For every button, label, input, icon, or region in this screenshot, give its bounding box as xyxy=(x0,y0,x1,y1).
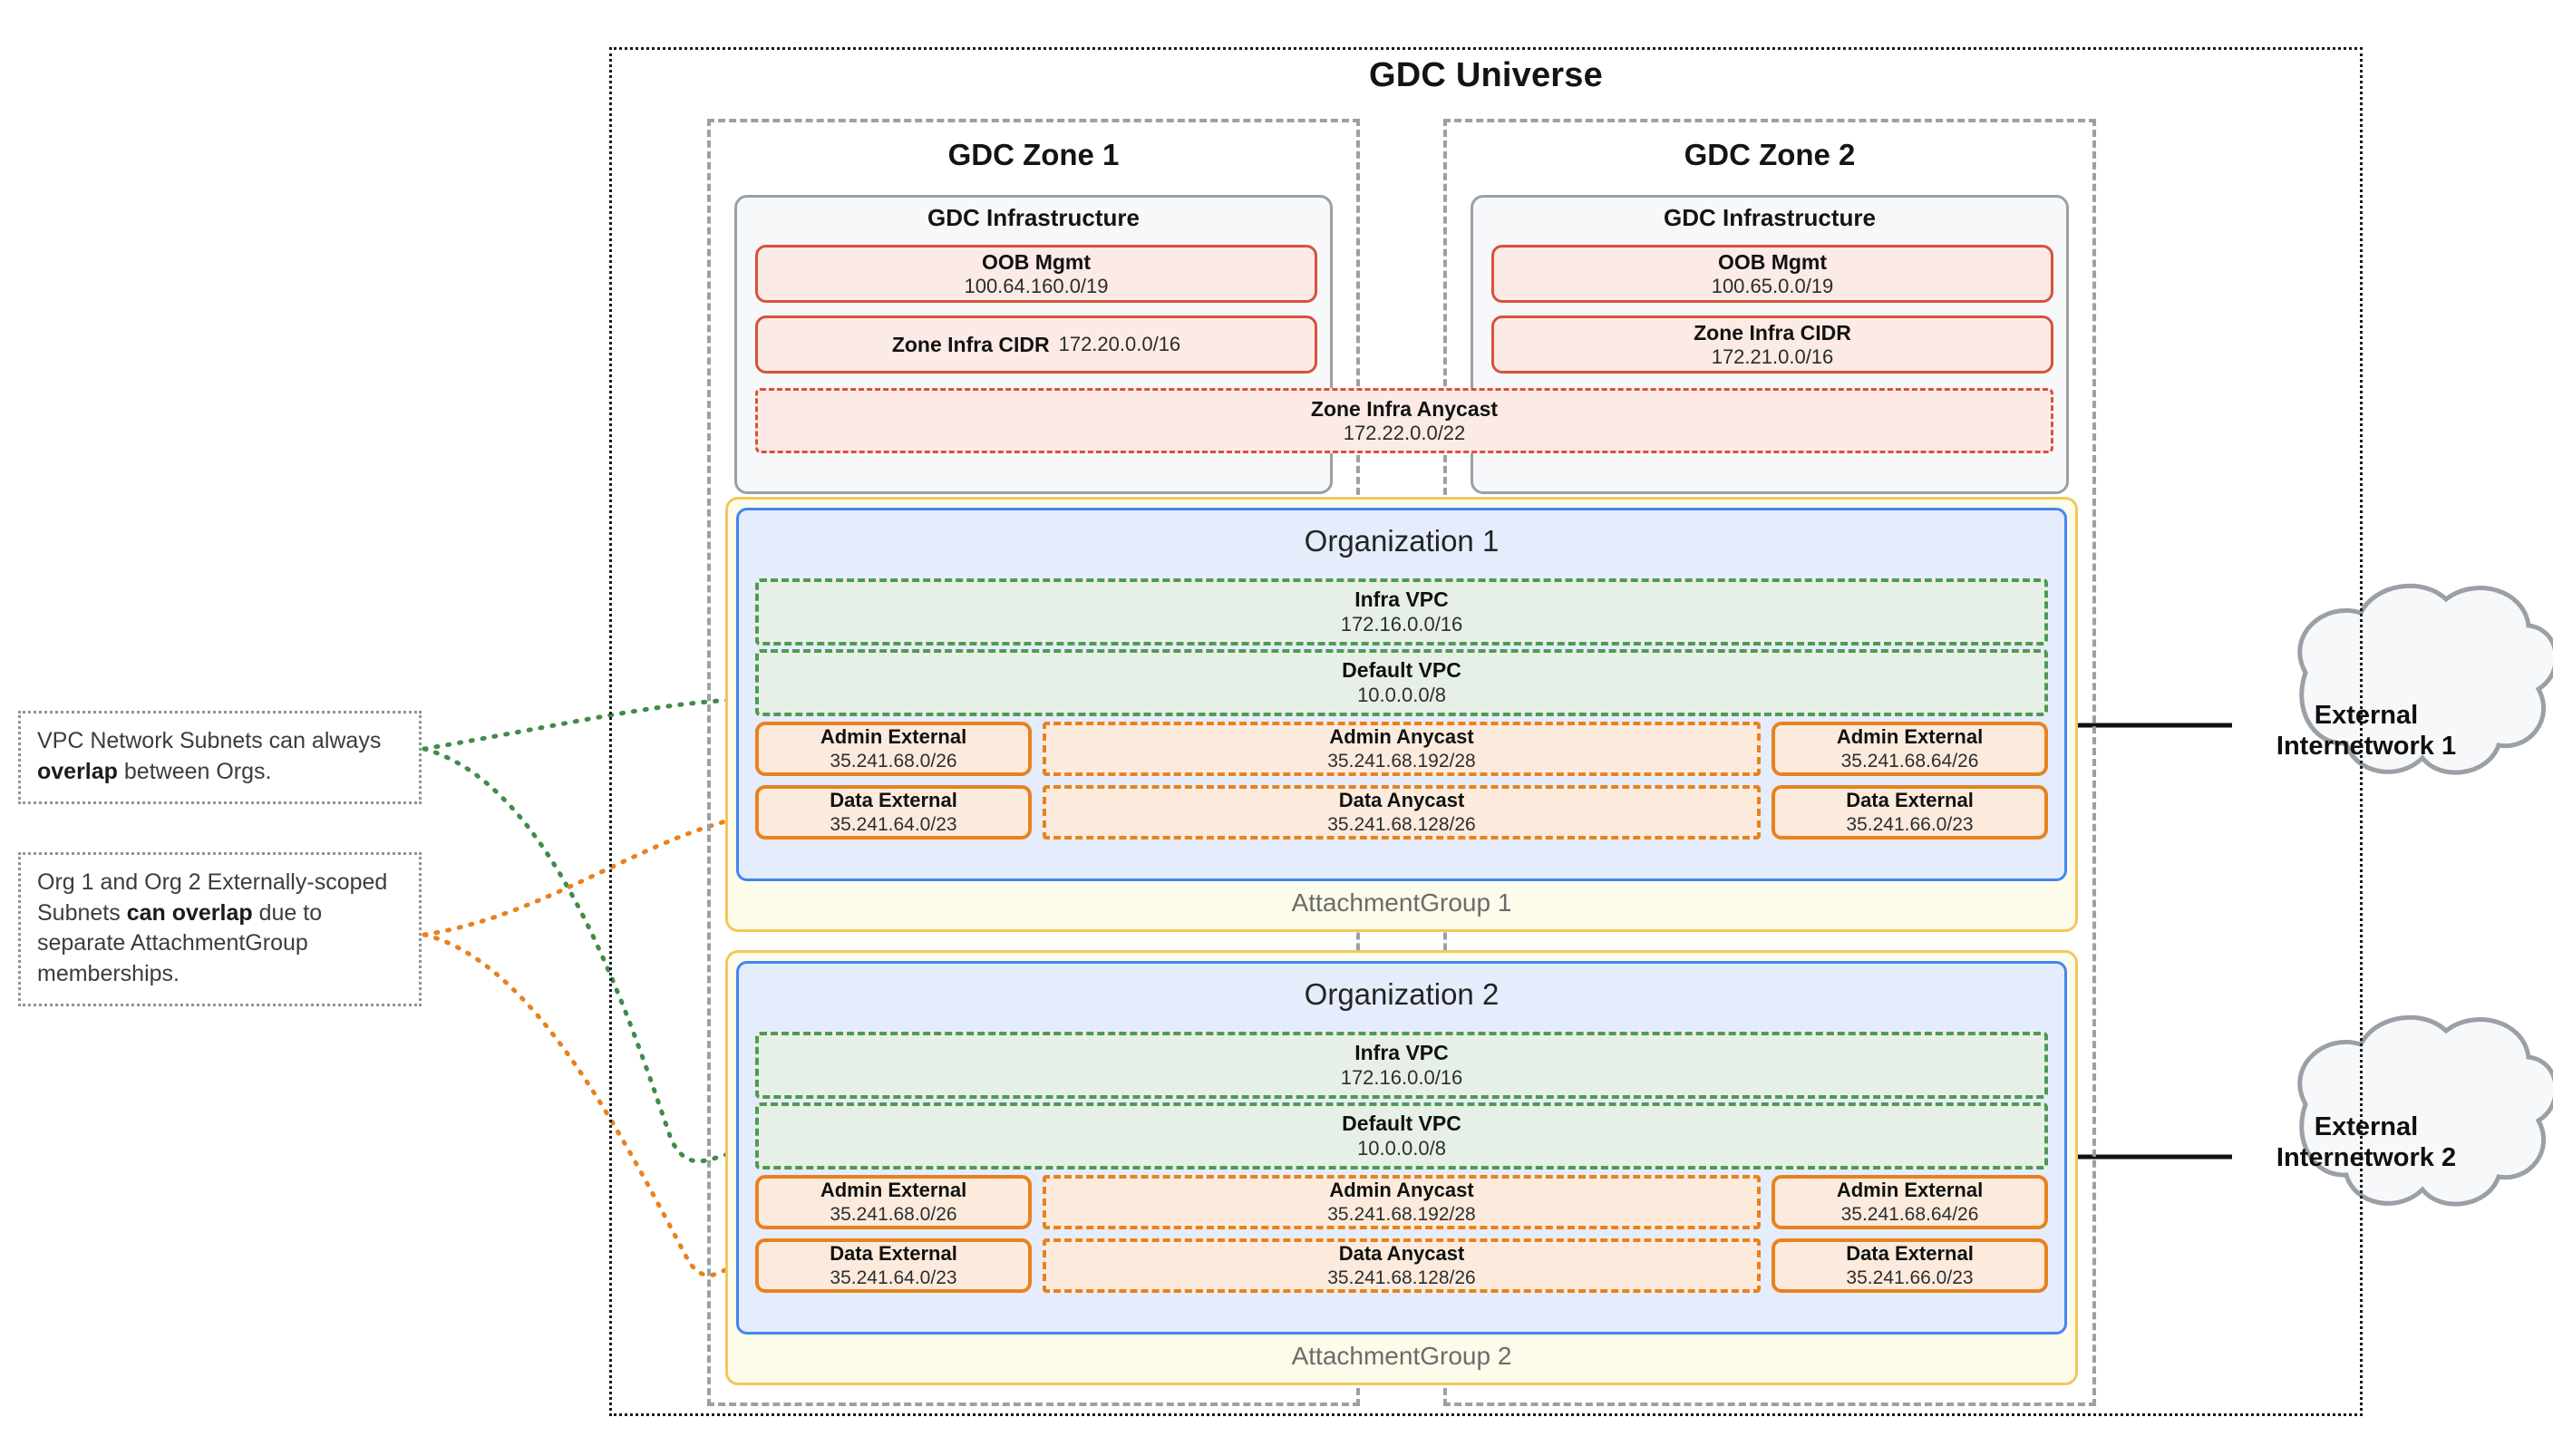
zone-infra-anycast-name: Zone Infra Anycast xyxy=(1310,396,1499,421)
subnet-cidr: 35.241.64.0/23 xyxy=(830,813,957,835)
note2-bold: can overlap xyxy=(126,899,253,926)
zone-2-infra-cidr-block: Zone Infra CIDR 172.21.0.0/16 xyxy=(1491,315,2053,374)
org2-data-anycast: Data Anycast 35.241.68.128/26 xyxy=(1043,1238,1761,1293)
annotation-note-1: VPC Network Subnets can always overlap b… xyxy=(18,711,422,804)
subnet-name: Admin External xyxy=(1836,1178,1984,1201)
org1-data-anycast: Data Anycast 35.241.68.128/26 xyxy=(1043,785,1761,840)
org2-infra-vpc-cidr: 172.16.0.0/16 xyxy=(1340,1065,1463,1089)
subnet-name: Admin Anycast xyxy=(1329,724,1474,748)
zone-2-infra-cidr-name: Zone Infra CIDR xyxy=(1694,320,1851,345)
org1-default-vpc-block: Default VPC 10.0.0.0/8 xyxy=(755,649,2048,716)
zone-1-infra-cidr-block: Zone Infra CIDR 172.20.0.0/16 xyxy=(755,315,1317,374)
zone-2-oob-name: OOB Mgmt xyxy=(1717,249,1828,274)
zone-2-oob-mgmt-block: OOB Mgmt 100.65.0.0/19 xyxy=(1491,245,2053,303)
subnet-name: Admin Anycast xyxy=(1329,1178,1474,1201)
subnet-name: Data External xyxy=(830,1241,957,1265)
subnet-name: Data External xyxy=(1846,1241,1974,1265)
zone-1-oob-name: OOB Mgmt xyxy=(981,249,1092,274)
zone-1-oob-mgmt-block: OOB Mgmt 100.64.160.0/19 xyxy=(755,245,1317,303)
annotation-note-2: Org 1 and Org 2 Externally-scoped Subnet… xyxy=(18,852,422,1006)
subnet-name: Data Anycast xyxy=(1338,788,1465,811)
org1-infra-vpc-block: Infra VPC 172.16.0.0/16 xyxy=(755,578,2048,645)
subnet-cidr: 35.241.68.128/26 xyxy=(1327,813,1476,835)
org1-data-external-left: Data External 35.241.64.0/23 xyxy=(755,785,1032,840)
subnet-name: Admin External xyxy=(820,724,967,748)
gdc-zone-2-title: GDC Zone 2 xyxy=(1684,138,1856,171)
note1-bold: overlap xyxy=(37,758,118,784)
zone-1-infrastructure-title: GDC Infrastructure xyxy=(927,204,1141,231)
org1-default-vpc-cidr: 10.0.0.0/8 xyxy=(1357,683,1446,706)
note2-prefix: Org 1 and Org 2 Externally-scoped Subnet… xyxy=(37,869,388,926)
cloud2-line1: External xyxy=(2314,1112,2419,1141)
zone-1-infra-cidr-name: Zone Infra CIDR xyxy=(891,332,1050,356)
cloud1-line2: Internetwork 1 xyxy=(2276,732,2457,762)
external-internetwork-1: External Internetwork 1 xyxy=(2212,649,2520,840)
org2-data-external-left: Data External 35.241.64.0/23 xyxy=(755,1238,1032,1293)
org2-default-vpc-block: Default VPC 10.0.0.0/8 xyxy=(755,1102,2048,1170)
attachment-group-1-label: AttachmentGroup 1 xyxy=(1291,888,1512,917)
organization-1-title: Organization 1 xyxy=(1304,524,1500,558)
subnet-name: Admin External xyxy=(1836,724,1984,748)
org1-infra-vpc-cidr: 172.16.0.0/16 xyxy=(1340,612,1463,636)
org1-admin-external-right: Admin External 35.241.68.64/26 xyxy=(1772,722,2048,776)
zone-2-infrastructure-title: GDC Infrastructure xyxy=(1663,204,1877,231)
org2-default-vpc-name: Default VPC xyxy=(1342,1111,1461,1135)
org2-data-external-right: Data External 35.241.66.0/23 xyxy=(1772,1238,2048,1293)
org2-infra-vpc-block: Infra VPC 172.16.0.0/16 xyxy=(755,1032,2048,1099)
subnet-cidr: 35.241.68.64/26 xyxy=(1840,1203,1979,1225)
org2-admin-anycast: Admin Anycast 35.241.68.192/28 xyxy=(1043,1175,1761,1229)
subnet-name: Data External xyxy=(1846,788,1974,811)
subnet-cidr: 35.241.68.192/28 xyxy=(1327,750,1476,772)
org1-infra-vpc-name: Infra VPC xyxy=(1354,587,1449,611)
zone-infra-anycast-cidr: 172.22.0.0/22 xyxy=(1343,421,1466,444)
zone-2-oob-cidr: 100.65.0.0/19 xyxy=(1711,274,1834,297)
cloud2-line2: Internetwork 2 xyxy=(2276,1143,2457,1173)
subnet-cidr: 35.241.66.0/23 xyxy=(1846,1267,1974,1288)
zone-1-infra-cidr-value: 172.20.0.0/16 xyxy=(1058,333,1181,356)
org1-admin-external-left: Admin External 35.241.68.0/26 xyxy=(755,722,1032,776)
page-title: GDC Universe xyxy=(1369,56,1603,94)
subnet-cidr: 35.241.68.0/26 xyxy=(830,1203,957,1225)
subnet-cidr: 35.241.68.0/26 xyxy=(830,750,957,772)
subnet-name: Admin External xyxy=(820,1178,967,1201)
attachment-group-2-label: AttachmentGroup 2 xyxy=(1291,1342,1512,1370)
subnet-cidr: 35.241.66.0/23 xyxy=(1846,813,1974,835)
cloud1-line1: External xyxy=(2314,701,2419,730)
org2-default-vpc-cidr: 10.0.0.0/8 xyxy=(1357,1136,1446,1160)
subnet-name: Data External xyxy=(830,788,957,811)
org1-default-vpc-name: Default VPC xyxy=(1342,658,1461,682)
subnet-cidr: 35.241.68.128/26 xyxy=(1327,1267,1476,1288)
subnet-name: Data Anycast xyxy=(1338,1241,1465,1265)
subnet-cidr: 35.241.68.64/26 xyxy=(1840,750,1979,772)
zone-1-oob-cidr: 100.64.160.0/19 xyxy=(964,274,1109,297)
org2-infra-vpc-name: Infra VPC xyxy=(1354,1041,1449,1064)
org2-admin-external-left: Admin External 35.241.68.0/26 xyxy=(755,1175,1032,1229)
zone-2-infra-cidr-value: 172.21.0.0/16 xyxy=(1711,345,1834,368)
note2-suffix: due to separate AttachmentGroup membersh… xyxy=(37,899,323,986)
organization-2-title: Organization 2 xyxy=(1304,977,1500,1011)
subnet-cidr: 35.241.68.192/28 xyxy=(1327,1203,1476,1225)
subnet-cidr: 35.241.64.0/23 xyxy=(830,1267,957,1288)
note1-suffix: between Orgs. xyxy=(117,758,272,784)
org1-admin-anycast: Admin Anycast 35.241.68.192/28 xyxy=(1043,722,1761,776)
org1-data-external-right: Data External 35.241.66.0/23 xyxy=(1772,785,2048,840)
zone-infra-anycast-block: Zone Infra Anycast 172.22.0.0/22 xyxy=(755,388,2053,453)
external-internetwork-2: External Internetwork 2 xyxy=(2212,1061,2520,1251)
gdc-universe-container xyxy=(609,47,2363,1416)
org2-admin-external-right: Admin External 35.241.68.64/26 xyxy=(1772,1175,2048,1229)
gdc-zone-1-title: GDC Zone 1 xyxy=(947,138,1120,171)
note1-prefix: VPC Network Subnets can always xyxy=(37,728,382,753)
